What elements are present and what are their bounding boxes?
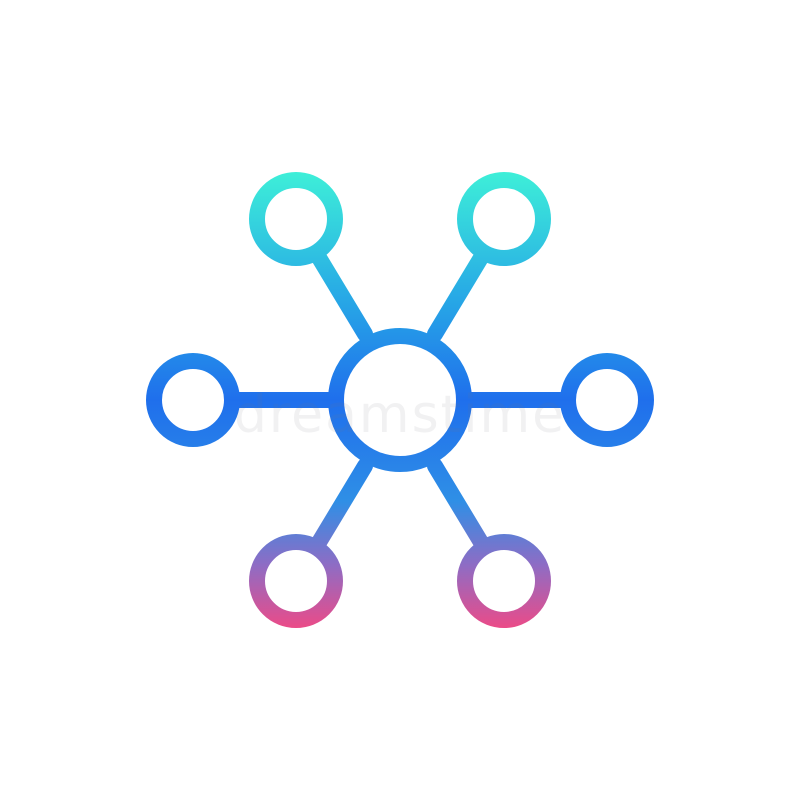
link-bottom-right <box>427 458 490 552</box>
node-top-right <box>457 172 551 266</box>
node-top-left <box>249 172 343 266</box>
link-top-left <box>310 248 373 342</box>
node-right <box>560 353 654 447</box>
node-bottom-right <box>457 534 551 628</box>
link-top-right <box>427 248 490 342</box>
link-bottom-left <box>310 458 373 552</box>
node-bottom-left <box>249 534 343 628</box>
hub-center-node <box>328 328 472 472</box>
node-left <box>146 353 240 447</box>
